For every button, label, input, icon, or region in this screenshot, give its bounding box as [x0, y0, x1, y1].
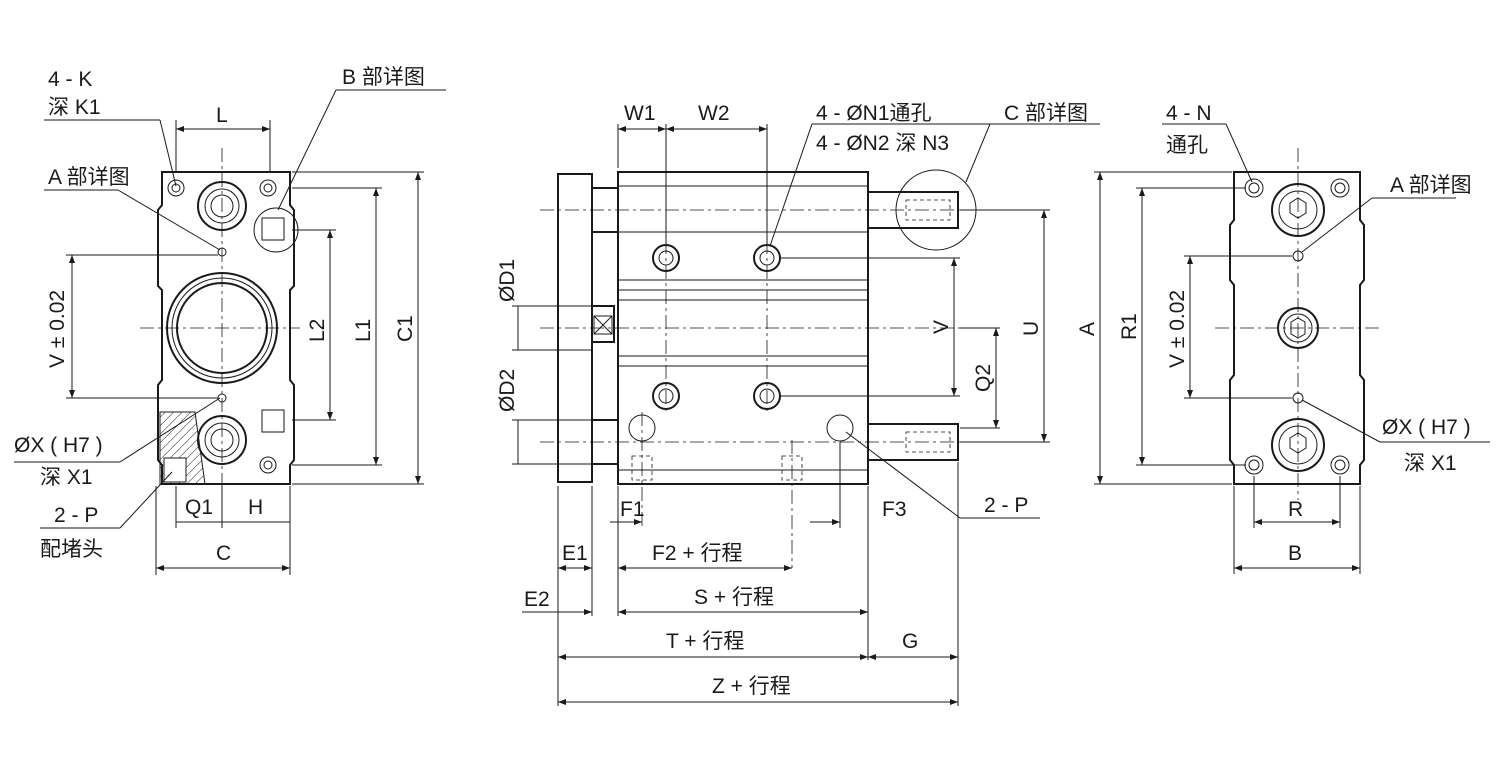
center-dim-q2: Q2: [972, 364, 995, 392]
left-label-deep-k1: 深 K1: [48, 96, 101, 119]
left-label-b-detail: B 部详图: [342, 66, 425, 89]
center-dim-e1: E1: [562, 542, 588, 565]
right-label-through: 通孔: [1166, 134, 1208, 157]
center-label-c-detail: C 部详图: [1004, 102, 1088, 125]
piston-rod-end: [591, 305, 615, 343]
right-label-4n: 4 - N: [1166, 102, 1212, 125]
left-dim-q1: Q1: [185, 496, 213, 519]
right-dim-r: R: [1288, 498, 1303, 521]
center-dim-f1: F1: [620, 498, 645, 521]
center-dim-f3: F3: [882, 498, 907, 521]
center-dim-w2: W2: [698, 102, 730, 125]
center-view: W1 W2 4 - ØN1通孔 4 - ØN2 深 N3 C 部详图 ØD1 Ø…: [496, 102, 1100, 706]
left-dim-l2: L2: [306, 319, 329, 342]
right-dim-v: V ± 0.02: [1166, 290, 1189, 368]
left-dim-v: V ± 0.02: [46, 290, 69, 368]
left-dim-h: H: [248, 496, 263, 519]
left-label-2p: 2 - P: [54, 504, 98, 527]
center-dim-u: U: [1020, 321, 1043, 336]
left-dim-c1: C1: [394, 315, 417, 342]
center-dim-s: S + 行程: [694, 586, 774, 609]
center-dim-f2: F2 + 行程: [652, 542, 742, 565]
left-label-ox-h7: ØX ( H7 ): [14, 434, 103, 457]
center-dim-w1: W1: [624, 102, 656, 125]
center-dim-v: V: [930, 320, 953, 334]
right-dim-b: B: [1288, 542, 1302, 565]
left-label-plug: 配堵头: [40, 538, 103, 561]
left-label-deep-x1: 深 X1: [40, 466, 93, 489]
right-dim-r1: R1: [1118, 313, 1141, 340]
center-dim-e2: E2: [524, 588, 550, 611]
left-dim-c: C: [216, 542, 231, 565]
center-label-n1: 4 - ØN1通孔: [816, 102, 932, 125]
right-view: 4 - N 通孔 A 部详图 ØX ( H7 ) 深 X1 A R1 V ± 0…: [1076, 102, 1490, 574]
right-label-a-detail: A 部详图: [1390, 174, 1472, 197]
left-view: 4 - K 深 K1 B 部详图 A 部详图 L ØX ( H7 ) 深 X1 …: [14, 66, 446, 575]
center-dim-g: G: [902, 630, 918, 653]
right-label-deep-x1: 深 X1: [1404, 452, 1457, 475]
right-dim-a: A: [1076, 322, 1099, 336]
left-label-a-detail: A 部详图: [48, 166, 130, 189]
center-label-2p: 2 - P: [984, 494, 1028, 517]
center-dim-d2: ØD2: [496, 369, 519, 412]
left-dim-l: L: [216, 104, 228, 127]
center-label-n2: 4 - ØN2 深 N3: [816, 132, 949, 155]
right-label-ox-h7: ØX ( H7 ): [1382, 416, 1471, 439]
left-label-4k: 4 - K: [48, 68, 92, 91]
left-dim-l1: L1: [352, 319, 375, 342]
left-plug: [163, 457, 187, 483]
center-dim-t: T + 行程: [666, 630, 744, 653]
center-dim-d1: ØD1: [496, 259, 519, 302]
center-dim-z: Z + 行程: [712, 675, 791, 698]
